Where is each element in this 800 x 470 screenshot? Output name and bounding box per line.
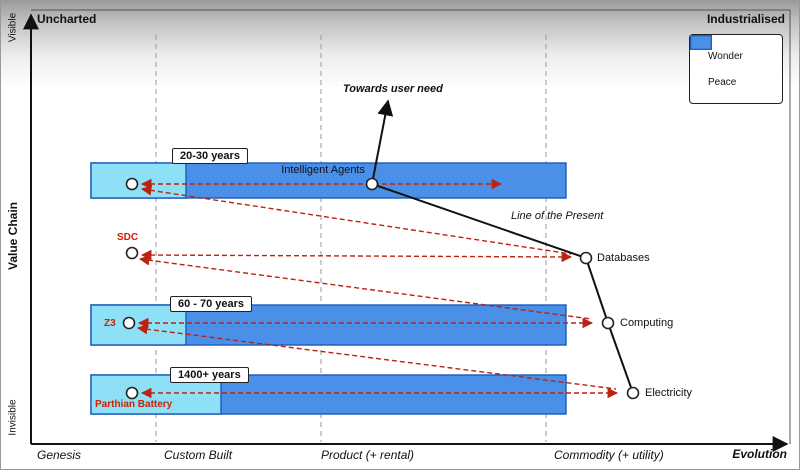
computing-node — [601, 316, 615, 330]
line-of-the-present — [371, 183, 634, 394]
stage-custom-built: Custom Built — [164, 448, 233, 462]
parthian-battery-node — [125, 386, 139, 400]
movement-diagonal-to-computing — [138, 255, 592, 320]
legend-item-peace: Peace — [690, 35, 782, 95]
value-chain-label: Value Chain — [6, 201, 20, 271]
z3-node — [122, 316, 136, 330]
towards-user-need-label: Towards user need — [343, 83, 443, 95]
stage-commodity: Commodity (+ utility) — [554, 448, 664, 462]
intelligent-agents-node — [365, 177, 379, 191]
electricity-label: Electricity — [645, 387, 693, 399]
towards-user-need-arrow — [371, 99, 394, 185]
evolution-label: Evolution — [732, 447, 787, 461]
movement-diagonal-to-electricity — [136, 323, 617, 390]
electricity-node — [626, 386, 640, 400]
databases-node — [579, 251, 593, 265]
period-60-70-years: 60 - 70 years — [170, 296, 253, 312]
computing-label: Computing — [620, 317, 674, 329]
legend-label-peace: Peace — [708, 76, 737, 88]
databases-label: Databases — [597, 252, 650, 264]
legend-label-wonder: Wonder — [708, 50, 743, 62]
period-20-30-years: 20-30 years — [172, 148, 248, 164]
uncharted-label: Uncharted — [37, 12, 97, 26]
parthian-battery-label: Parthian Battery — [95, 399, 173, 410]
intelligent-agents-label: Intelligent Agents — [281, 164, 365, 176]
sdc-label: SDC — [117, 232, 139, 243]
period-1400-years: 1400+ years — [170, 367, 249, 383]
z3-label: Z3 — [104, 318, 116, 329]
intelligent-agents-origin-node — [125, 177, 139, 191]
bar-intelligent-agents-wonder — [90, 162, 187, 199]
visible-label: Visible — [7, 12, 19, 43]
stage-product: Product (+ rental) — [321, 448, 415, 462]
stage-genesis: Genesis — [37, 448, 82, 462]
industrialised-label: Industrialised — [706, 12, 785, 26]
line-of-the-present-label: Line of the Present — [511, 210, 604, 222]
legend-item-wonder: Wonder — [690, 35, 782, 69]
peace-swatch-icon — [690, 35, 712, 50]
movement-diagonal-to-databases — [140, 185, 572, 255]
sdc-node — [125, 246, 139, 260]
movement-arrow-sdc-databases — [140, 249, 573, 263]
legend: Wonder Peace — [689, 34, 783, 104]
invisible-label: Invisible — [7, 399, 19, 436]
